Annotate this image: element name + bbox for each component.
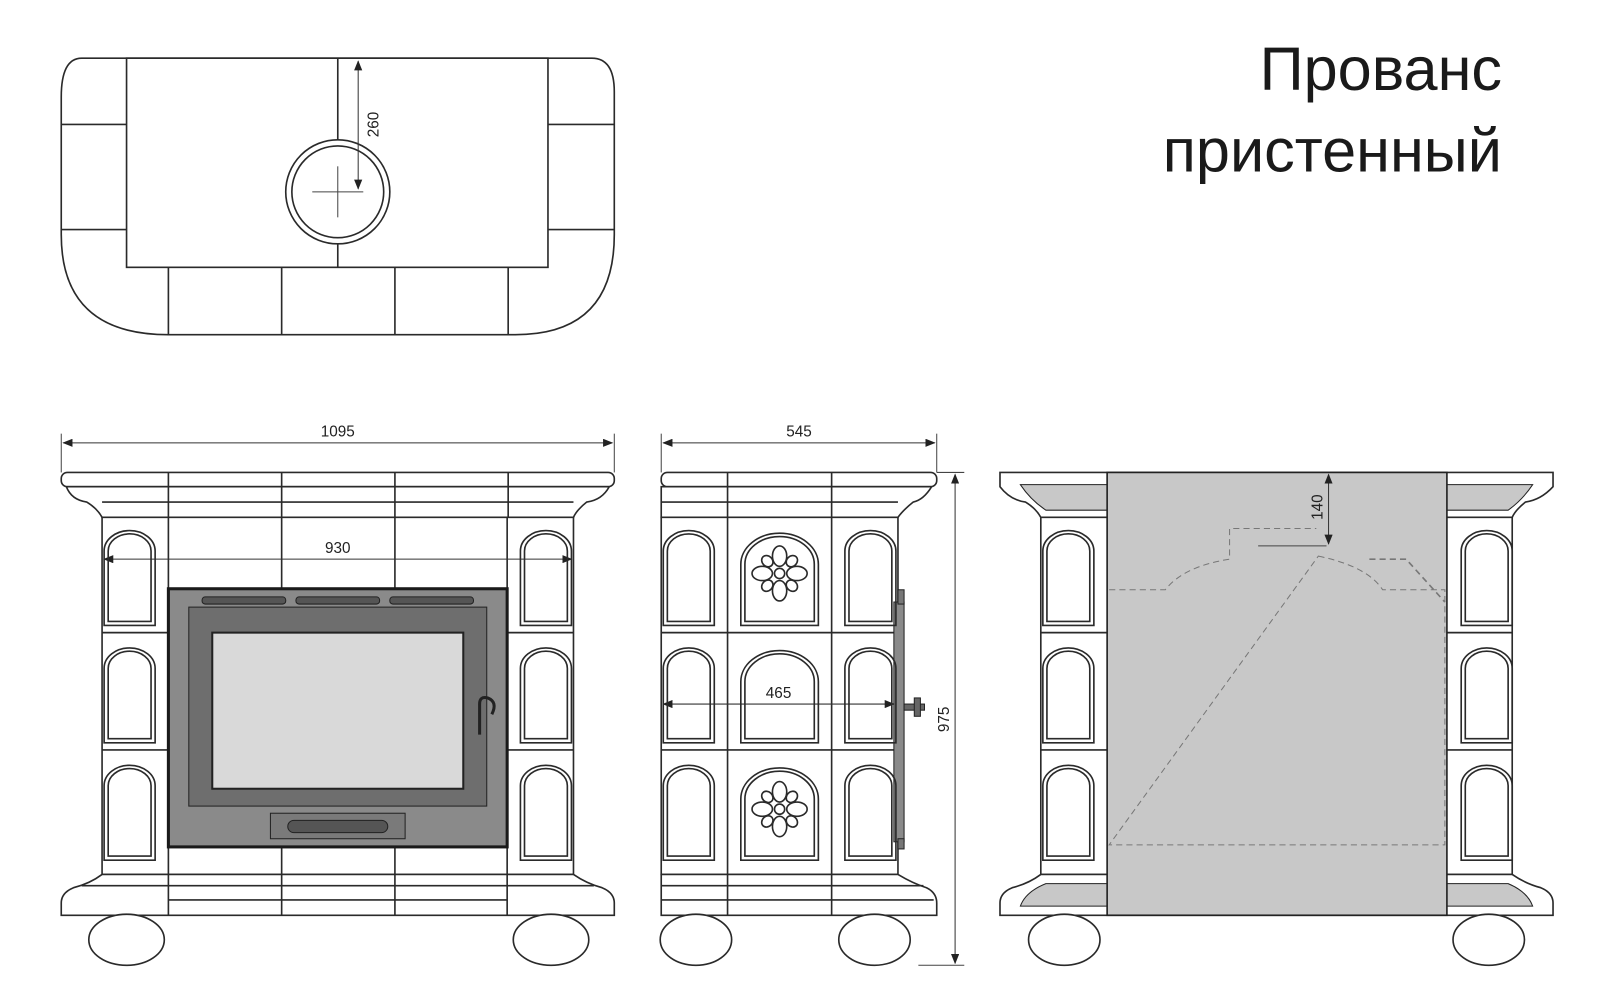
tile-arch [107,533,152,623]
tile-arch [1460,647,1514,744]
tile-arch [844,764,897,861]
tile-arch [666,650,712,740]
tile-arch [103,647,156,744]
dim-back-flue-offset: 140 [1309,494,1326,520]
door-side-profile [893,589,925,850]
tile-arch [523,533,569,623]
tile-arch [848,767,893,857]
tile-arch [1042,529,1095,627]
tile-arch [103,764,156,861]
title-line-1: Прованс [1260,35,1502,103]
tile-arch [740,649,820,744]
title-line-2: пристенный [1163,116,1502,184]
tile-arch [744,770,816,857]
tile-arch [662,647,716,744]
tile-arch [519,529,573,627]
tile-arch [523,650,569,740]
tile-arch [844,529,897,627]
tile-arch [1460,764,1514,861]
tile-arch [519,764,573,861]
tile-arch [1046,767,1091,857]
tile-arch [666,533,712,623]
tile-arch [744,653,816,740]
front-view: 1095 930 [60,424,616,967]
flower-ornament [751,545,808,602]
tile-arch [1460,529,1514,627]
tile-arch [1046,650,1091,740]
dim-height: 975 [936,707,953,733]
tile-arch [848,650,893,740]
side-view: 545 465 975 [659,424,965,967]
door-handle [478,696,496,735]
tile-arch [107,650,152,740]
tile-arch [662,764,716,861]
tile-arch [844,647,897,744]
tile-arch [662,529,716,627]
dim-side-depth: 545 [786,424,812,441]
tile-arches [103,529,1514,861]
tile-arch [523,767,569,857]
tile-arch [1042,764,1095,861]
tile-arch [666,767,712,857]
tile-arch [1464,650,1509,740]
dim-inner-depth: 465 [766,685,792,702]
plan-view: 260 [60,57,616,336]
back-view: 140 [999,471,1554,967]
tile-arch [519,647,573,744]
dim-inner-width: 930 [325,540,351,557]
tile-arch [740,767,820,861]
tile-arch [740,532,820,627]
back-panel [1106,471,1448,917]
tile-arch [744,535,816,623]
flower-ornament [751,780,808,838]
tile-arch [1464,533,1509,623]
tile-arch [103,529,156,627]
tile-arch [1046,533,1091,623]
tile-arch [107,767,152,857]
fireplace-door [166,587,509,849]
dim-flue-offset: 260 [366,112,383,138]
tile-arch [1042,647,1095,744]
tile-arch [1464,767,1509,857]
tile-arch [848,533,893,623]
door-glass [211,631,465,790]
dim-front-width: 1095 [321,424,355,441]
